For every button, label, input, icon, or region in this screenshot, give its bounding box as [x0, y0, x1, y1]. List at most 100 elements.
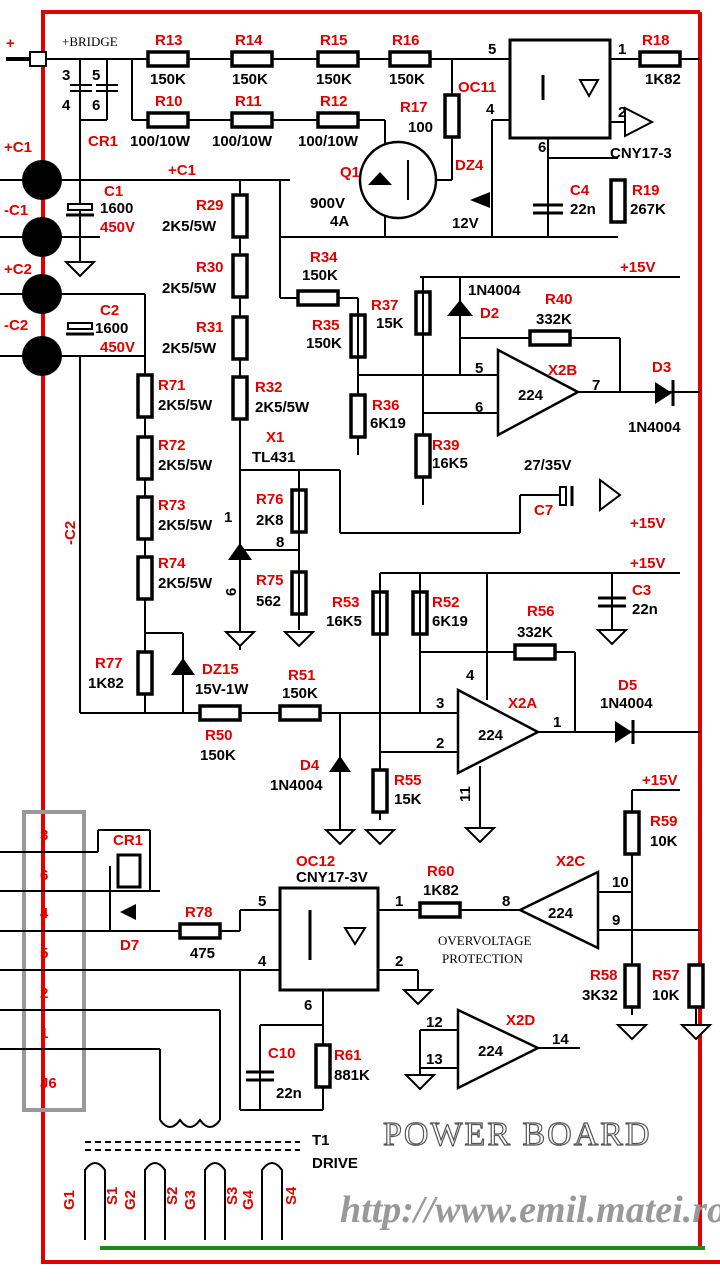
label-r56-name: R56: [527, 603, 555, 620]
label-resistors_top-6-name: R12: [320, 93, 348, 110]
label-rail15: +15V: [630, 515, 665, 532]
label-cr1_top-p5: 5: [92, 67, 100, 84]
label-x2c-p8: 8: [502, 893, 510, 910]
label-r75-value: 562: [256, 593, 281, 610]
label-chain_left-3-value: 2K5/5W: [255, 399, 310, 416]
label-caps_in-1-plus: +C2: [4, 261, 32, 278]
label-resistors_top-3-value: 150K: [389, 71, 425, 88]
top-resistor-row: R13 150K R14 150K R15 150K R16 150K: [146, 32, 432, 88]
label-r50-name: R50: [205, 727, 233, 744]
label-t1-s3: S3: [224, 1187, 241, 1205]
tl431-area: X1 TL431 27/35V C7 +15V R76 2K8 R75 562 …: [223, 429, 665, 648]
label-resistors_top-1-value: 150K: [232, 71, 268, 88]
red-border: [41, 10, 720, 1264]
label-x2b-p5: 5: [475, 360, 483, 377]
label-x2a-p3: 3: [436, 695, 444, 712]
label-caps_in-0-value: 1600: [100, 200, 133, 217]
label-r59-value: 10K: [650, 833, 678, 850]
label-r58-name: R58: [590, 967, 618, 984]
label-chain_c2-1-value: 2K5/5W: [158, 457, 213, 474]
label-x2c-part: 224: [548, 905, 574, 922]
r10-r12-row: R10 100/10W R11 100/10W R12 100/10W: [130, 59, 385, 150]
label-caps_in-1-value: 1600: [95, 320, 128, 337]
label-oc12-p2: 2: [395, 953, 403, 970]
label-board-overvoltage_1: OVERVOLTAGE: [438, 933, 532, 948]
label-r60-name: R60: [427, 863, 455, 880]
label-r36-name: R36: [372, 397, 400, 414]
label-r78-name: R78: [185, 904, 213, 921]
label-board-bridge_label: +BRIDGE: [62, 34, 118, 49]
label-oc11-p6: 6: [538, 139, 546, 156]
label-x2a-part: 224: [478, 727, 504, 744]
label-t1-g4: G4: [240, 1189, 257, 1210]
label-r37-value: 15K: [376, 315, 404, 332]
j6-connector: 3 6 4 5 2 1 J6: [0, 810, 86, 1112]
label-x2a-p1: 1: [553, 714, 561, 731]
label-t1-g1: G1: [61, 1190, 78, 1210]
board-title: POWER BOARD: [383, 1116, 652, 1153]
r29-r32-chain: R29 2K5/5W R30 2K5/5W R31 2K5/5W R32 2K5…: [162, 180, 310, 650]
label-dz15-value: 15V-1W: [195, 681, 249, 698]
label-c7-name: C7: [534, 502, 553, 519]
label-r18-name: R18: [642, 32, 670, 49]
label-r78-value: 475: [190, 945, 215, 962]
label-oc12-p1: 1: [395, 893, 403, 910]
label-c3-name: C3: [632, 582, 651, 599]
label-q1-a: 4A: [330, 213, 349, 230]
label-x1-p1: 1: [224, 509, 232, 526]
label-r19-name: R19: [632, 182, 660, 199]
label-r77-value: 1K82: [88, 675, 124, 692]
label-cr1_bot-name: CR1: [113, 832, 143, 849]
label-board-overvoltage_2: PROTECTION: [442, 951, 524, 966]
label-dz15-name: DZ15: [202, 661, 239, 678]
x2d-section: 224 X2D 12 13 14: [403, 1008, 580, 1091]
label-x2d-part: 224: [478, 1043, 504, 1060]
label-chain_left-2-name: R31: [196, 319, 224, 336]
label-t1-s2: S2: [164, 1187, 181, 1205]
label-oc12-p4: 4: [258, 953, 267, 970]
label-x2c-name: X2C: [556, 853, 585, 870]
label-rail15: +15V: [620, 259, 655, 276]
label-caps_in-1-minus: -C2: [4, 317, 28, 334]
label-x1-part: TL431: [252, 449, 295, 466]
label-d3-name: D3: [652, 359, 671, 376]
label-r75-name: R75: [256, 572, 284, 589]
label-r52-value: 6K19: [432, 613, 468, 630]
x2c-section: 224 X2C 10 9 +15V R59 10K R58 3K32 R57 1…: [517, 772, 713, 1041]
label-r57-name: R57: [652, 967, 680, 984]
label-resistors_top-5-value: 100/10W: [212, 133, 273, 150]
label-r34-value: 150K: [302, 267, 338, 284]
label-chain_c2-3-value: 2K5/5W: [158, 575, 213, 592]
label-q1-name: Q1: [340, 164, 360, 181]
label-r53-name: R53: [332, 594, 360, 611]
label-caps_in-1-volt: 450V: [100, 339, 135, 356]
label-c10-name: C10: [268, 1045, 296, 1062]
label-d5-part: 1N4004: [600, 695, 653, 712]
oc12-section: R78 475 OC12 CNY17-3V 5 4 1 2 6 C10 22n …: [68, 853, 532, 1111]
label-j6-pins-5: 1: [40, 1025, 48, 1042]
q1-oc11-area: Q1 900V 4A R17 100 5 4 1 2 6 OC11 CNY17-…: [280, 32, 700, 238]
label-oc11-part: CNY17-3: [610, 145, 672, 162]
label-chain_c2-2-value: 2K5/5W: [158, 517, 213, 534]
label-r37-name: R37: [371, 297, 399, 314]
label-chain_left-1-value: 2K5/5W: [162, 280, 217, 297]
board-url: http://www.emil.matei.ro: [340, 1189, 720, 1231]
label-x2d-p13: 13: [426, 1051, 443, 1068]
label-j6-pins-4: 2: [40, 985, 48, 1002]
label-r35-value: 150K: [306, 335, 342, 352]
label-x2b-p6: 6: [475, 399, 483, 416]
label-r40-value: 332K: [536, 311, 572, 328]
label-c7-value: 27/35V: [524, 457, 572, 474]
label-x1-name: X1: [266, 429, 284, 446]
label-r59-name: R59: [650, 813, 678, 830]
label-resistors_top-4-name: R10: [155, 93, 183, 110]
label-chain_left-2-value: 2K5/5W: [162, 340, 217, 357]
label-chain_c2-3-name: R74: [158, 555, 186, 572]
label-t1-s4: S4: [283, 1186, 300, 1205]
label-d4-name: D4: [300, 757, 320, 774]
label-q1-v: 900V: [310, 195, 345, 212]
label-caps_in-0-plus: +C1: [4, 139, 32, 156]
label-x2c-p9: 9: [612, 912, 620, 929]
